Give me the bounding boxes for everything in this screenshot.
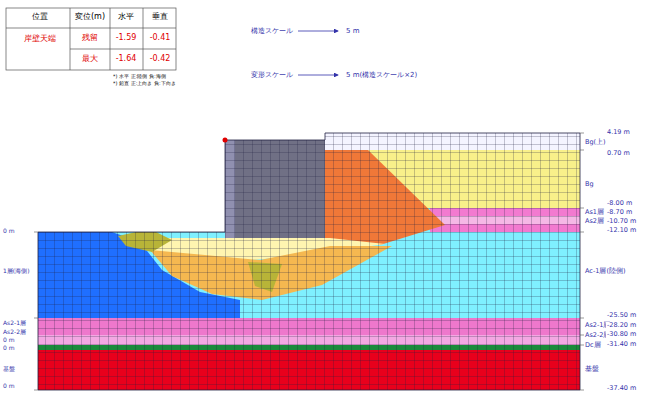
table-header: 水平 <box>117 12 135 21</box>
result-table <box>6 8 176 70</box>
scale-arrow <box>298 75 338 76</box>
elevation: 0 m <box>2 345 16 352</box>
elevation: -8.00 m <box>606 200 633 207</box>
elevation: 0 m <box>2 383 16 390</box>
elevation: -30.80 m <box>606 331 637 338</box>
elevation-ticks <box>34 133 584 390</box>
elevation: 0.70 m <box>606 150 631 157</box>
table-cell: -0.42 <box>149 54 172 63</box>
elevation: -37.40 m <box>606 385 637 392</box>
elevation: -25.50 m <box>606 312 637 319</box>
table-cell: 岸壁天端 <box>23 34 57 43</box>
elevation: 0 m <box>2 337 16 344</box>
table-cell: 最大 <box>81 54 99 63</box>
table-header: 変位(m) <box>74 12 106 21</box>
scale-value: 5 m <box>345 27 361 35</box>
layer-name: Dc層 <box>584 342 602 349</box>
soil-layers <box>38 133 580 390</box>
table-header: 位置 <box>31 12 49 21</box>
scale-value: 5 m(構造スケール×2) <box>345 71 418 79</box>
elevation: -12.10 m <box>606 227 637 234</box>
scale-arrow <box>298 31 338 32</box>
layer-name: Bg <box>584 181 595 188</box>
elevation: -10.70 m <box>606 218 637 225</box>
elevation: -31.40 m <box>606 341 637 348</box>
elevation: 0 m <box>2 228 16 235</box>
scale-label: 変形スケール <box>250 71 294 79</box>
quay-top-marker <box>223 138 228 143</box>
table-cell: -1.64 <box>115 54 138 63</box>
layer-name: As2-2層 <box>2 329 27 336</box>
table-cell: -0.41 <box>149 33 172 42</box>
mesh-outline <box>38 133 580 390</box>
note: *) 水平 正:陸側 負:海側 <box>112 74 167 80</box>
layer-name: 基盤 <box>2 366 16 373</box>
elevation: -28.20 m <box>606 322 637 329</box>
table-cell: 残留 <box>81 33 99 42</box>
scale-label: 構造スケール <box>250 27 294 35</box>
elevation: 4.19 m <box>606 129 631 136</box>
table-header: 垂直 <box>151 12 169 21</box>
layer-name: As1層 <box>584 209 605 216</box>
layer-name: 基盤 <box>584 366 600 373</box>
layer-name: Bg(上) <box>584 139 607 146</box>
note: *) 鉛直 正:上向き 負:下向き <box>112 81 177 87</box>
layer-name: Ac-1層(陸側) <box>584 268 626 275</box>
elevation: -8.70 m <box>606 209 633 216</box>
layer-name: As2-1層 <box>2 320 27 327</box>
layer-name: As2層 <box>584 218 605 225</box>
layer-name: 1層(海側) <box>2 268 31 275</box>
table-cell: -1.59 <box>115 33 138 42</box>
